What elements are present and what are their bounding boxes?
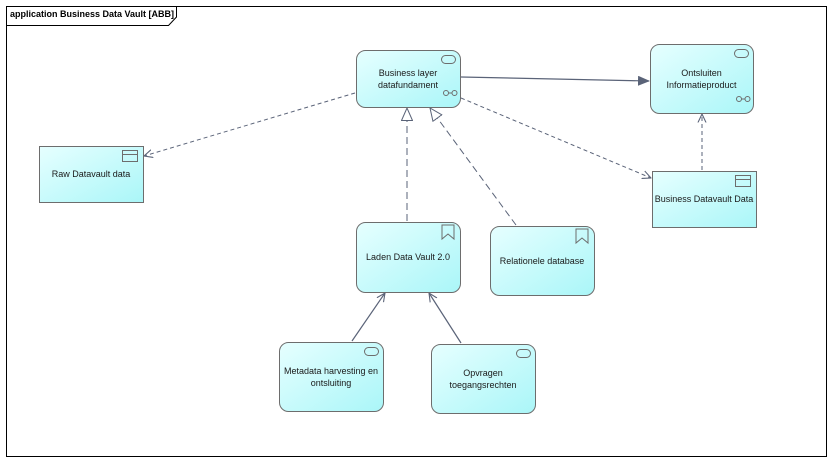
node-relationele-database[interactable] xyxy=(490,226,595,296)
nodes-layer xyxy=(39,44,757,414)
service-pill-icon xyxy=(516,349,531,358)
serving-edge-opvragen-toegangsrechten-to-laden-data-vault[interactable] xyxy=(429,293,462,344)
service-pill-icon xyxy=(441,55,456,64)
node-box-metadata-harvesting xyxy=(279,342,384,412)
node-box-ontsluiten xyxy=(650,44,754,114)
realization-edge-relationele-database-to-business-layer[interactable] xyxy=(430,108,517,226)
node-box-raw-datavault xyxy=(39,146,144,203)
service-pill-icon xyxy=(734,49,749,58)
node-business-layer[interactable] xyxy=(356,50,461,108)
service-pill-icon xyxy=(364,347,379,356)
bookmark-icon xyxy=(441,224,455,241)
data-object-icon xyxy=(122,150,138,162)
node-raw-datavault[interactable] xyxy=(39,146,144,203)
edges-layer xyxy=(144,75,702,344)
frame-border xyxy=(6,6,827,457)
triggering-edge-business-layer-to-ontsluiten[interactable] xyxy=(460,75,650,86)
node-opvragen-toegangsrechten[interactable] xyxy=(431,344,536,414)
access-edge-business-layer-to-business-datavault[interactable] xyxy=(460,97,651,178)
node-ontsluiten[interactable] xyxy=(650,44,754,114)
node-box-laden-data-vault xyxy=(356,222,461,293)
data-object-icon xyxy=(735,175,751,187)
node-box-relationele-database xyxy=(490,226,595,296)
node-metadata-harvesting[interactable] xyxy=(279,342,384,412)
bookmark-icon xyxy=(575,228,589,245)
interface-connector-icon xyxy=(736,96,751,102)
node-business-datavault[interactable] xyxy=(652,171,757,228)
frame-title-tab xyxy=(6,6,177,26)
node-box-business-layer xyxy=(356,50,461,108)
node-laden-data-vault[interactable] xyxy=(356,222,461,293)
serving-edge-metadata-harvesting-to-laden-data-vault[interactable] xyxy=(351,293,385,342)
node-box-opvragen-toegangsrechten xyxy=(431,344,536,414)
access-edge-business-layer-to-raw-datavault[interactable] xyxy=(144,92,356,156)
node-box-business-datavault xyxy=(652,171,757,228)
interface-connector-icon xyxy=(443,90,458,96)
frame-title: application Business Data Vault [ABB] xyxy=(10,9,175,19)
